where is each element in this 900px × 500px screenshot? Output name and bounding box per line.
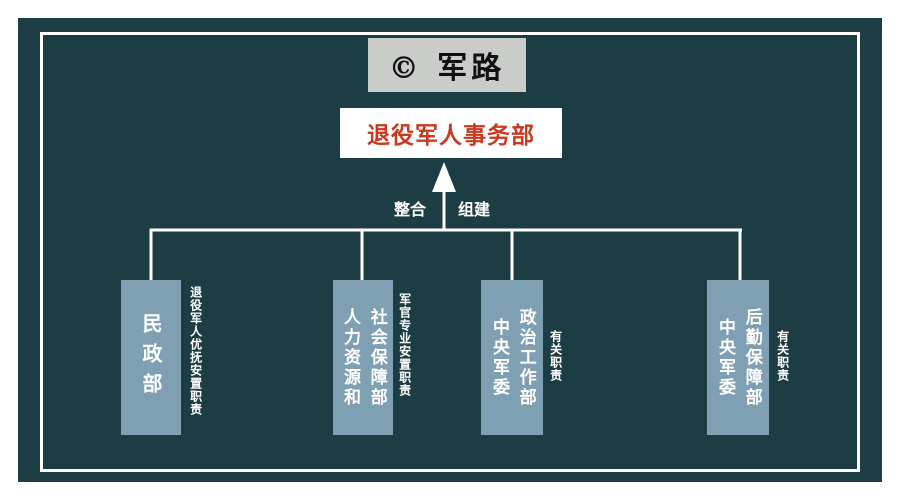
dept-label-renli-line1: 社会保障部	[366, 307, 387, 408]
edge-label-integrate: 整合	[394, 200, 427, 219]
dept-box-renli: 社会保障部 人力资源和	[333, 280, 393, 435]
dept-note-houqin: 有关职责	[775, 330, 790, 382]
dept-label-renli-line2: 人力资源和	[340, 307, 360, 408]
dept-note-minzheng: 退役军人优抚安置职责	[188, 286, 203, 416]
dept-label-zhengzhi-line1: 政治工作部	[515, 307, 536, 408]
dept-label-minzheng: 民政部	[139, 312, 163, 403]
dept-note-renli: 军官专业安置职责	[397, 293, 412, 397]
dept-note-zhengzhi: 有关职责	[548, 330, 563, 382]
root-node-title: 退役军人事务部	[340, 108, 562, 158]
dept-label-zhengzhi-line2: 中央军委	[489, 317, 509, 398]
dept-box-houqin: 后勤保障部 中央军委	[707, 280, 769, 435]
dept-box-zhengzhi: 政治工作部 中央军委	[481, 280, 543, 435]
arrow-head-icon	[432, 162, 456, 192]
diagram-frame	[40, 32, 860, 472]
edge-label-establish: 组建	[458, 200, 491, 219]
watermark-logo: © 军路	[368, 38, 526, 92]
dept-label-houqin-line1: 后勤保障部	[741, 307, 762, 408]
dept-box-minzheng: 民政部	[121, 280, 181, 435]
dept-label-houqin-line2: 中央军委	[715, 317, 735, 398]
